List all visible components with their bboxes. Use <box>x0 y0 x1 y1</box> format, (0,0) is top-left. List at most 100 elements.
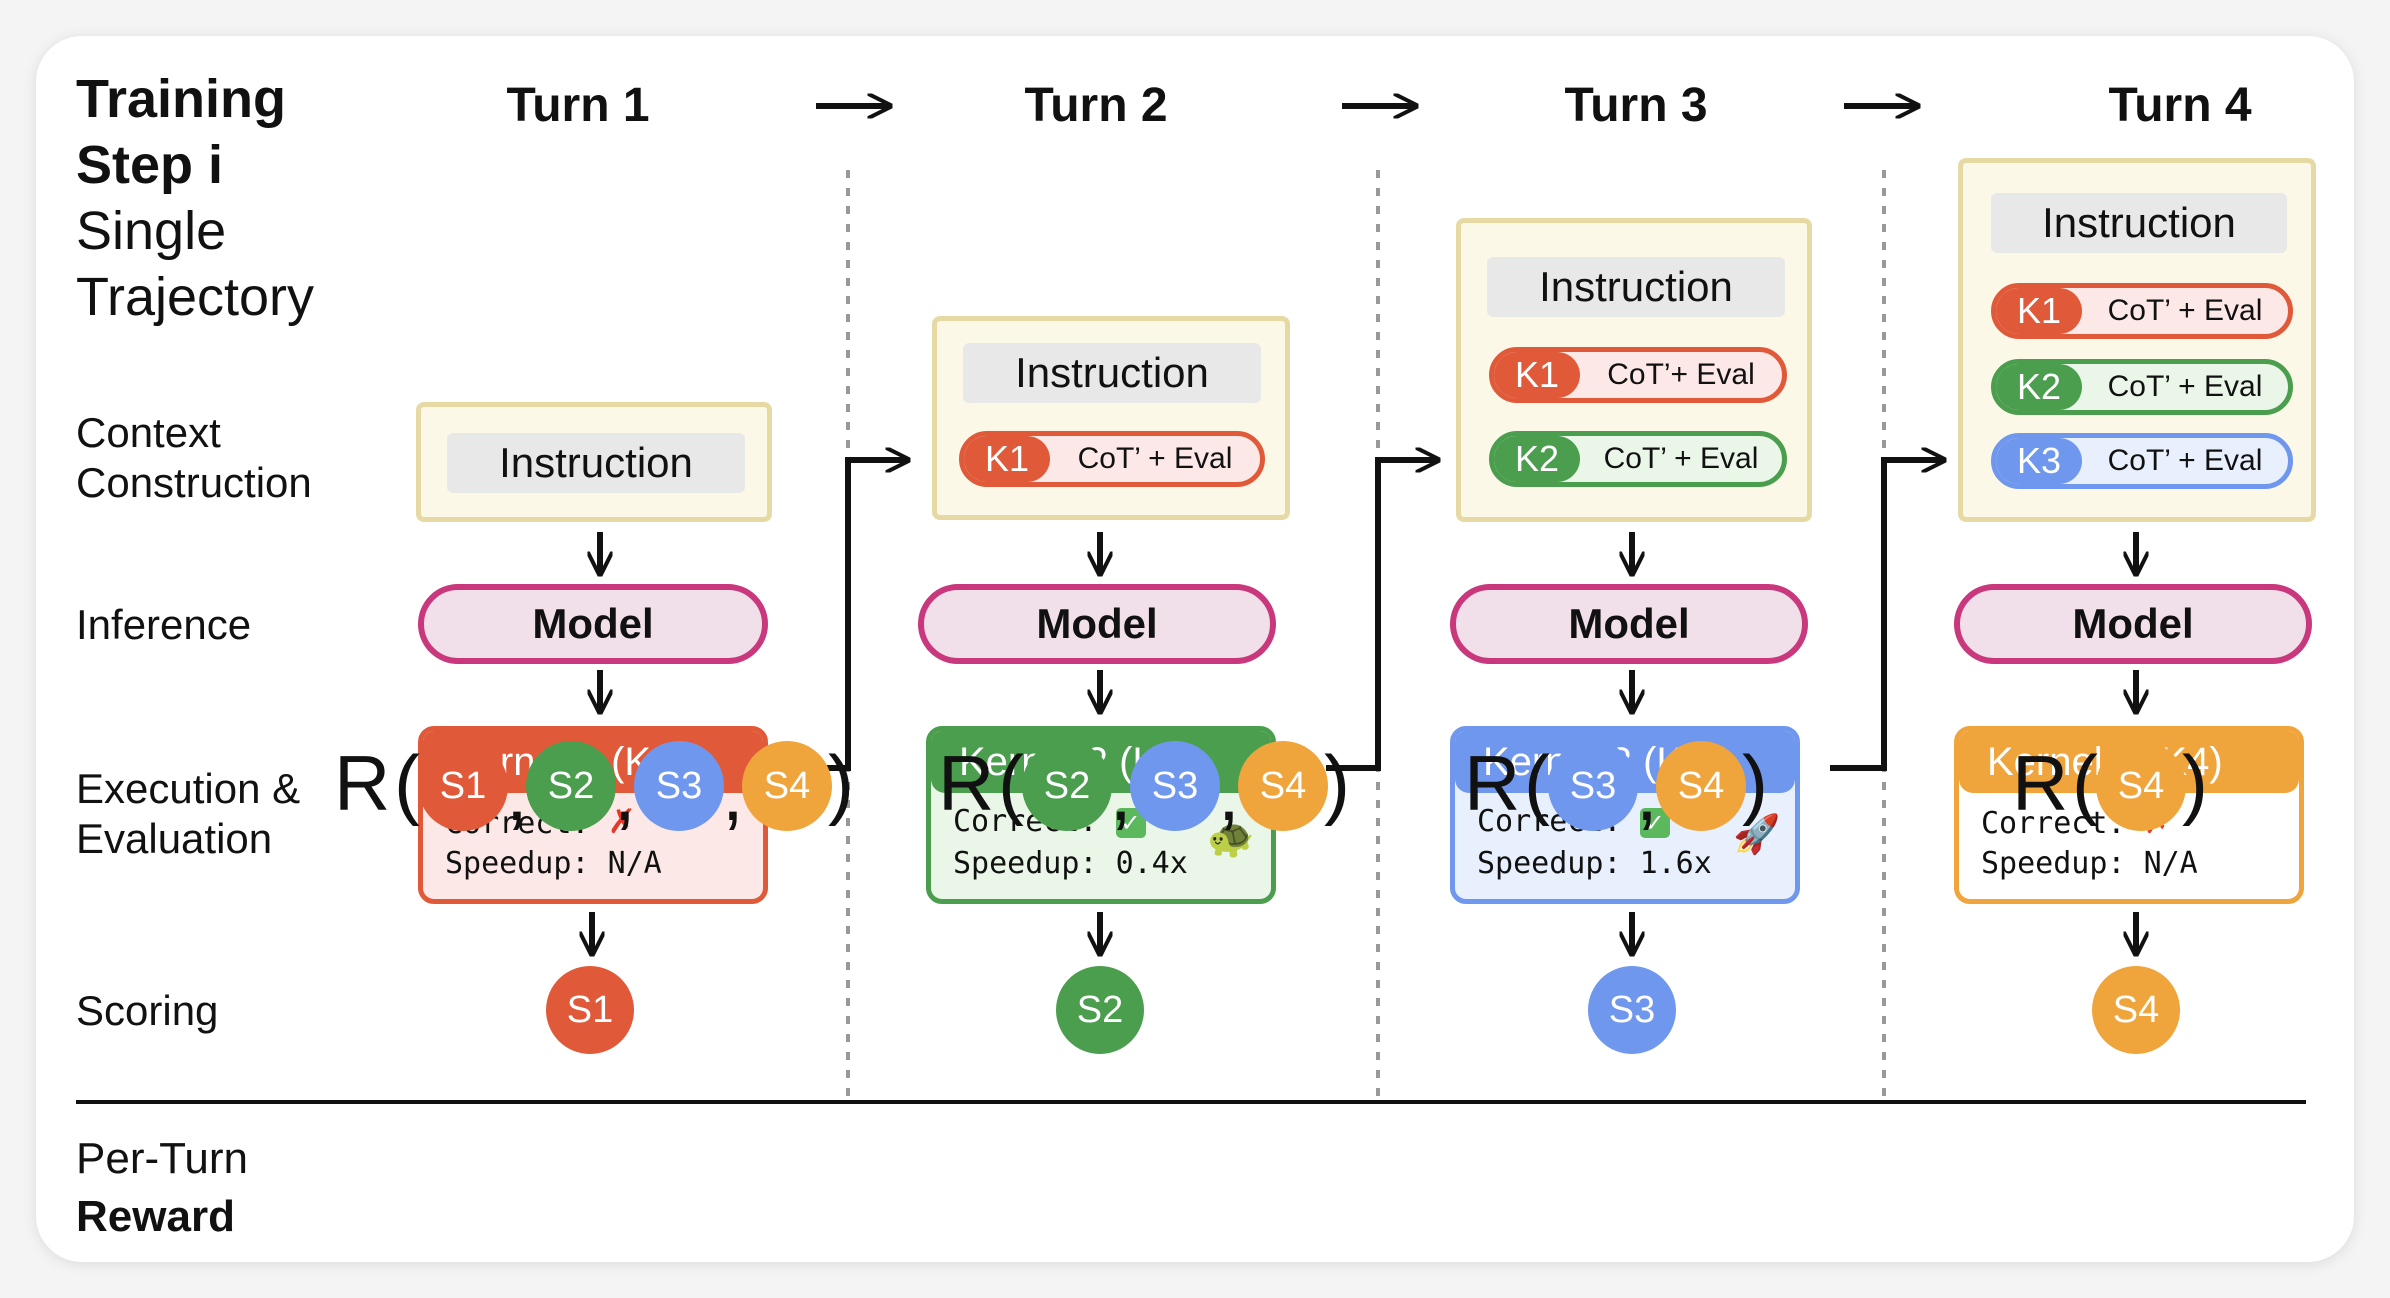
reward-score-s4: S4 <box>2096 741 2186 831</box>
reward-score-s3: S3 <box>1130 741 1220 831</box>
speedup-line: Speedup: 1.6x <box>1455 843 1795 885</box>
pill-text: CoT’ + Eval <box>1603 442 1759 475</box>
speedup-label: Speedup: <box>953 846 1098 881</box>
pill-kernel-tag: K2 <box>1494 436 1580 482</box>
row-label-context: Context Construction <box>76 408 312 508</box>
reward-score-s3: S3 <box>1548 741 1638 831</box>
diagram-title: Training Step i Single Trajectory <box>76 66 314 330</box>
close-paren: ) <box>1742 739 1768 827</box>
model-turn-2: Model <box>918 584 1276 664</box>
instruction-label: Instruction <box>963 343 1261 403</box>
turtle-icon: 🐢 <box>1207 818 1255 860</box>
speedup-line: Speedup: N/A <box>1959 843 2299 885</box>
row-label-execution-line-1: Execution & <box>76 765 301 812</box>
pill-kernel-tag: K1 <box>964 436 1050 482</box>
row-label-reward: Per-Turn Reward <box>76 1130 248 1246</box>
close-paren: ) <box>828 739 854 827</box>
elbow-arrow-icon <box>798 460 908 771</box>
history-pill-k1: K1 CoT’ + Eval <box>1991 283 2293 339</box>
reward-symbol: R <box>1464 739 1521 827</box>
reward-score-s1: S1 <box>418 741 508 831</box>
cross-icon: ✗ <box>607 802 637 842</box>
turn-2-heading: Turn 2 <box>1024 79 1168 132</box>
history-pill-k3: K3 CoT’ + Eval <box>1991 433 2293 489</box>
comma: , <box>506 749 528 837</box>
pill-text: CoT’ + Eval <box>1077 442 1233 475</box>
title-line-2: Step i <box>76 135 224 195</box>
row-label-scoring: Scoring <box>76 987 219 1034</box>
title-line-3: Single <box>76 201 227 261</box>
score-s4: S4 <box>2092 966 2180 1054</box>
pill-text: CoT’ + Eval <box>2107 294 2263 327</box>
reward-score-s2: S2 <box>1022 741 1112 831</box>
open-paren: ( <box>998 739 1024 827</box>
reward-symbol: R <box>334 739 391 827</box>
model-turn-4: Model <box>1954 584 2312 664</box>
title-line-1: Training <box>76 69 287 129</box>
score-s3: S3 <box>1588 966 1676 1054</box>
comma: , <box>1636 749 1658 837</box>
speedup-line: Speedup: N/A <box>423 843 763 885</box>
reward-score-s4: S4 <box>1238 741 1328 831</box>
score-s2: S2 <box>1056 966 1144 1054</box>
speedup-label: Speedup: <box>1981 846 2126 881</box>
pill-kernel-tag: K3 <box>1996 438 2082 484</box>
history-pill-k2: K2 CoT’ + Eval <box>1489 431 1787 487</box>
model-turn-1: Model <box>418 584 768 664</box>
row-label-execution: Execution & Evaluation <box>76 764 300 864</box>
instruction-label: Instruction <box>447 433 745 493</box>
speedup-label: Speedup: <box>445 846 590 881</box>
speedup-value: 1.6x <box>1639 846 1712 881</box>
close-paren: ) <box>2182 739 2208 827</box>
reward-symbol: R <box>2012 739 2069 827</box>
row-label-execution-line-2: Evaluation <box>76 815 273 862</box>
turn-4-heading: Turn 4 <box>2108 79 2252 132</box>
comma: , <box>614 749 636 837</box>
row-label-reward-line-1: Per-Turn <box>76 1134 248 1183</box>
speedup-value: 0.4x <box>1115 846 1188 881</box>
turn-3-heading: Turn 3 <box>1564 79 1708 132</box>
speedup-value: N/A <box>2143 846 2198 881</box>
reward-score-s2: S2 <box>526 741 616 831</box>
comma: , <box>1110 749 1132 837</box>
history-pill-k2: K2 CoT’ + Eval <box>1991 359 2293 415</box>
check-icon: ✓ <box>1115 807 1146 838</box>
title-line-4: Trajectory <box>76 267 315 327</box>
context-box-turn-4: Instruction K1 CoT’ + Eval K2 CoT’ + Eva… <box>1958 158 2316 522</box>
context-box-turn-1: Instruction <box>416 402 772 522</box>
turn-1-heading: Turn 1 <box>506 79 650 132</box>
reward-score-s4: S4 <box>1656 741 1746 831</box>
pill-kernel-tag: K1 <box>1996 288 2082 334</box>
history-pill-k1: K1 CoT’ + Eval <box>959 431 1265 487</box>
speedup-line: Speedup: 0.4x <box>931 843 1271 885</box>
reward-symbol: R <box>938 739 995 827</box>
pill-text: CoT’+ Eval <box>1607 358 1755 391</box>
row-label-reward-line-2: Reward <box>76 1192 235 1241</box>
kernel-card-3: Kernel 3 (K3) Correct: ✓ Speedup: 1.6x 🚀 <box>1450 726 1800 904</box>
row-label-context-line-2: Construction <box>76 459 312 506</box>
elbow-arrow-icon <box>1326 460 1438 771</box>
pill-text: CoT’ + Eval <box>2107 370 2263 403</box>
reward-score-s4: S4 <box>742 741 832 831</box>
open-paren: ( <box>1524 739 1550 827</box>
score-s1: S1 <box>546 966 634 1054</box>
speedup-label: Speedup: <box>1477 846 1622 881</box>
reward-score-s3: S3 <box>634 741 724 831</box>
row-label-inference: Inference <box>76 601 252 648</box>
instruction-label: Instruction <box>1487 257 1785 317</box>
row-label-context-line-1: Context <box>76 409 221 456</box>
speedup-value: N/A <box>607 846 662 881</box>
comma: , <box>722 749 744 837</box>
context-box-turn-2: Instruction K1 CoT’ + Eval <box>932 316 1290 520</box>
pill-kernel-tag: K1 <box>1494 352 1580 398</box>
correct-label: Correct: <box>1981 806 2126 841</box>
context-box-turn-3: Instruction K1 CoT’+ Eval K2 CoT’ + Eval <box>1456 218 1812 522</box>
open-paren: ( <box>2072 739 2098 827</box>
comma: , <box>1218 749 1240 837</box>
model-turn-3: Model <box>1450 584 1808 664</box>
pill-text: CoT’ + Eval <box>2107 444 2263 477</box>
elbow-arrow-icon <box>1830 460 1944 771</box>
pill-kernel-tag: K2 <box>1996 364 2082 410</box>
open-paren: ( <box>394 739 420 827</box>
